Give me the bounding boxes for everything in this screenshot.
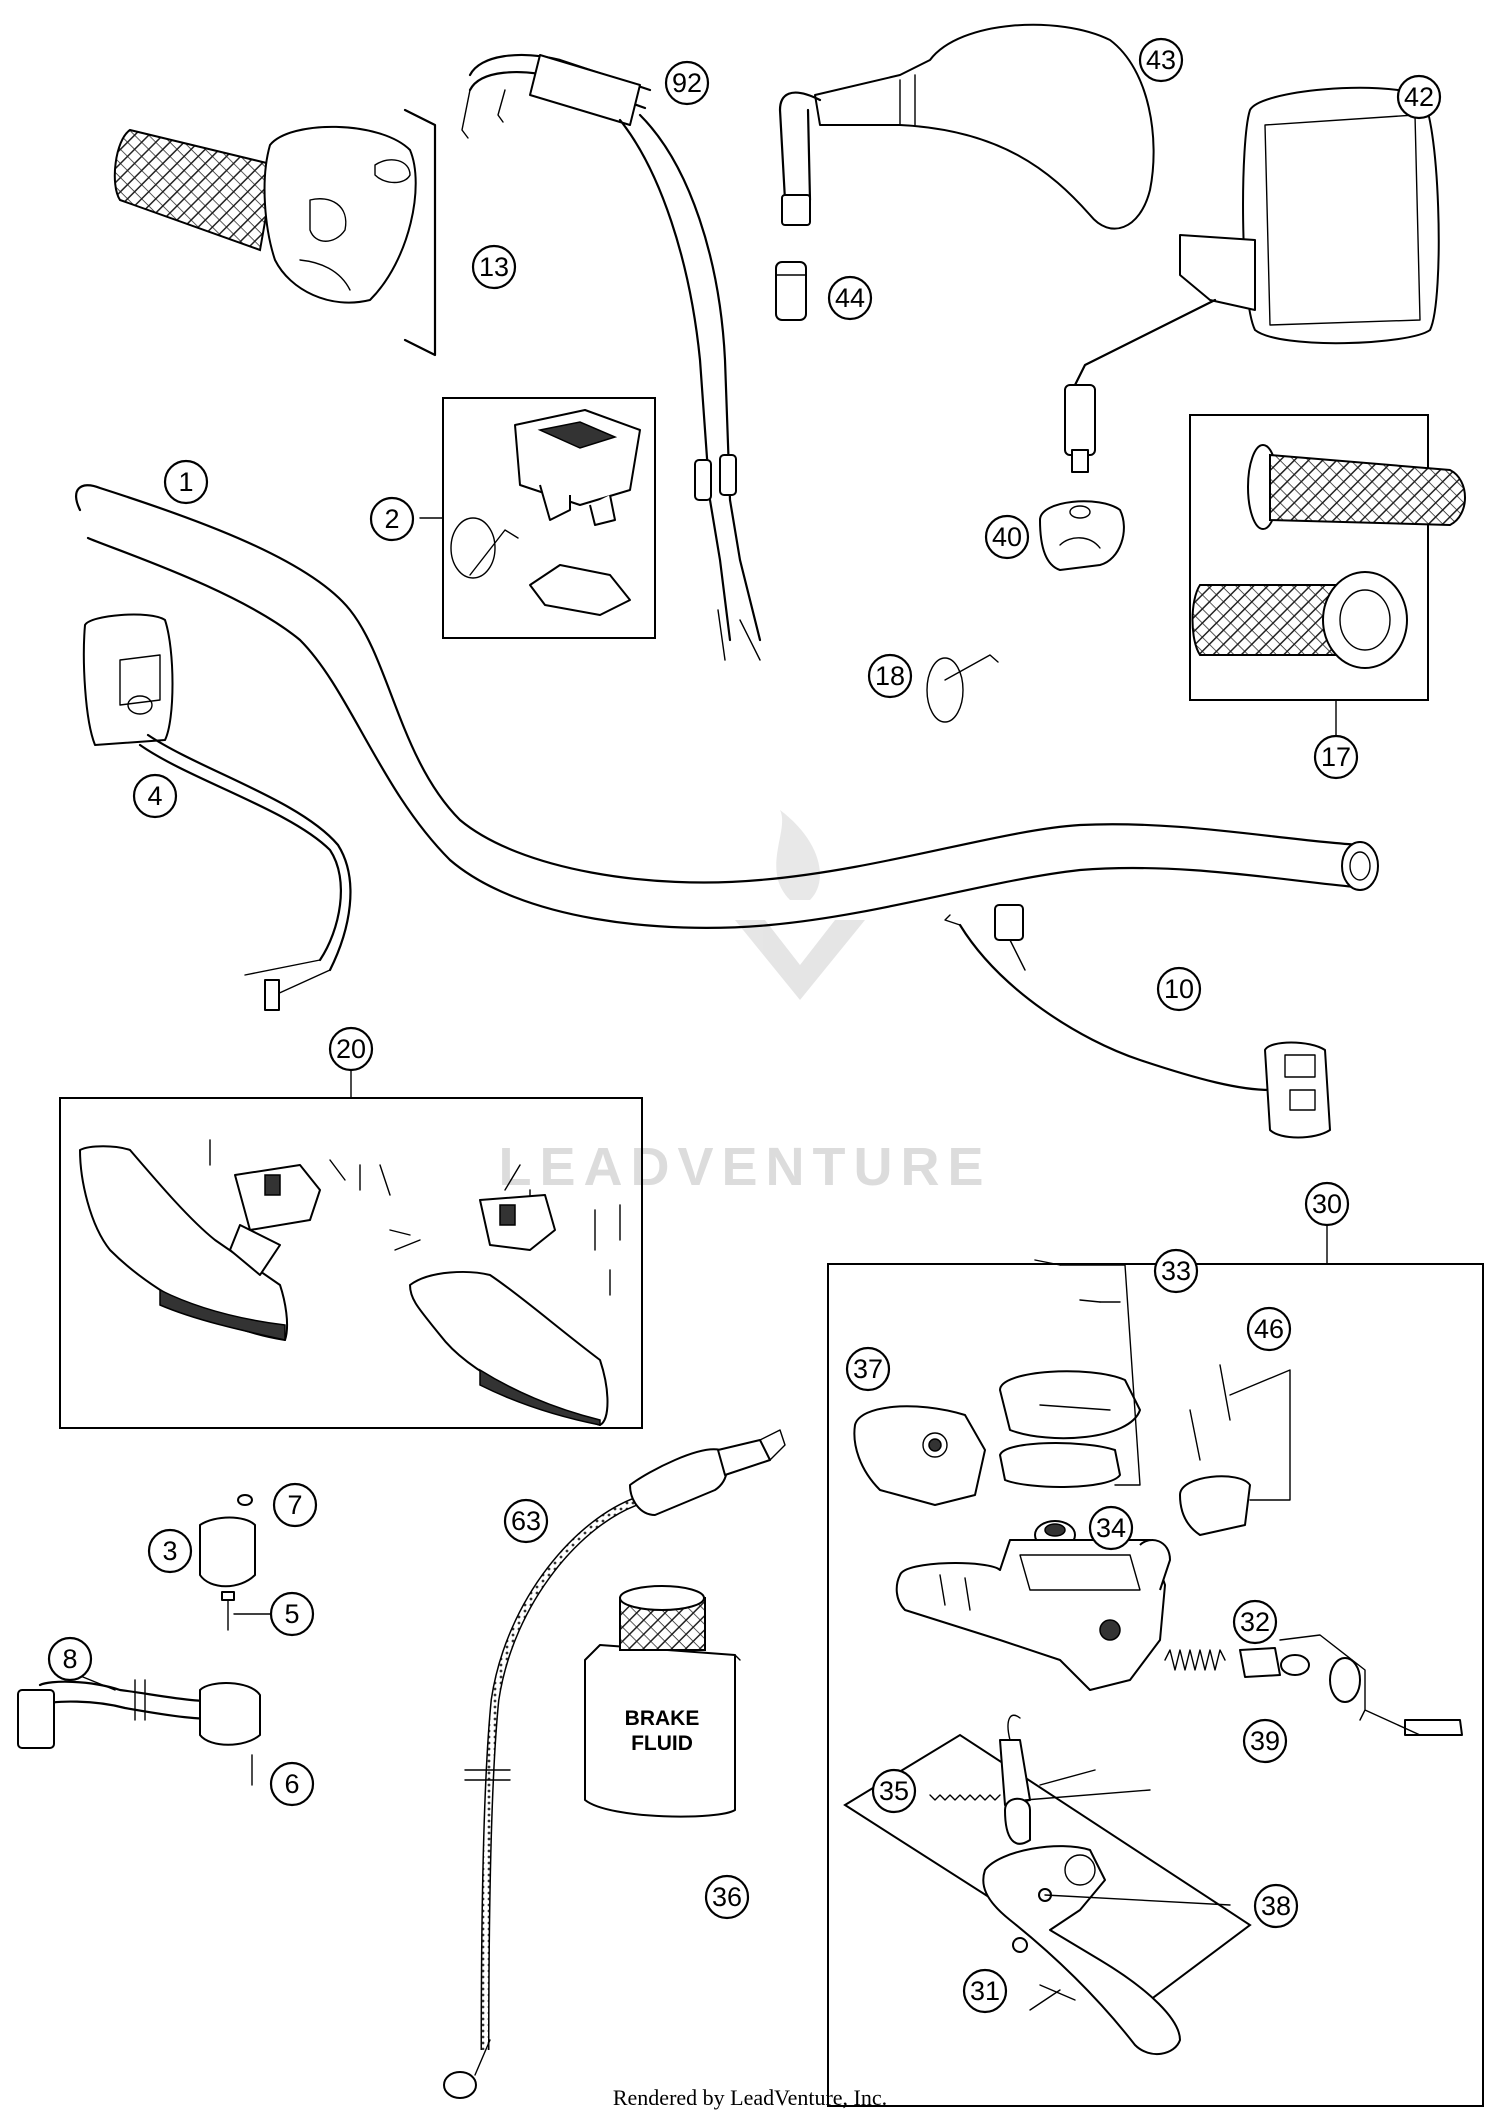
brake-switch-clamp [199,1494,276,1631]
callout-part-38[interactable]: 38 [1253,1883,1299,1929]
callout-part-34[interactable]: 34 [1088,1505,1134,1551]
callout-part-1[interactable]: 1 [163,459,209,505]
callout-part-36[interactable]: 36 [704,1874,750,1920]
callout-part-63[interactable]: 63 [503,1498,549,1544]
brake-fluid-label-line-2: FLUID [631,1732,693,1755]
mirror-clamp [1039,500,1125,571]
callout-part-2[interactable]: 2 [369,496,415,542]
brake-fluid-bottle: BRAKE FLUID [584,1585,741,1818]
svg-text:42: 42 [1404,82,1434,112]
callout-part-35[interactable]: 35 [871,1768,917,1814]
callout-part-30[interactable]: 30 [1304,1181,1350,1227]
svg-text:44: 44 [835,283,865,313]
svg-text:63: 63 [511,1506,541,1536]
callout-part-7[interactable]: 7 [272,1482,318,1528]
svg-text:92: 92 [672,68,702,98]
master-cylinder-assembly [827,1225,1484,2107]
svg-text:30: 30 [1312,1189,1342,1219]
mirror-left [778,23,1155,230]
svg-text:46: 46 [1254,1314,1284,1344]
handlebar [75,484,1379,929]
cable-tie [926,654,999,723]
mirror-adapter [775,261,807,321]
callout-part-92[interactable]: 92 [664,60,710,106]
mirror-right [1064,86,1440,473]
switch-harness [944,904,1331,1139]
watermark-text: LEADVENTURE [498,1137,991,1197]
callout-part-10[interactable]: 10 [1156,966,1202,1012]
callout-part-46[interactable]: 46 [1246,1306,1292,1352]
svg-text:7: 7 [287,1490,302,1520]
callout-part-37[interactable]: 37 [845,1346,891,1392]
rendered-by-footer: Rendered by LeadVenture, Inc. [612,2085,888,2110]
switch-cover-kit [419,397,656,639]
callout-part-13[interactable]: 13 [471,244,517,290]
callout-part-6[interactable]: 6 [269,1761,315,1807]
callout-part-20[interactable]: 20 [328,1026,374,1072]
svg-text:36: 36 [712,1882,742,1912]
svg-text:3: 3 [162,1536,177,1566]
svg-text:4: 4 [147,781,162,811]
svg-text:31: 31 [970,1976,1000,2006]
svg-text:38: 38 [1261,1891,1291,1921]
kill-switch [82,613,352,1011]
callout-part-3[interactable]: 3 [147,1528,193,1574]
svg-text:39: 39 [1250,1726,1280,1756]
throttle-cables [461,53,762,661]
svg-text:34: 34 [1096,1513,1126,1543]
brake-switch-harness [17,1674,261,1786]
svg-text:18: 18 [875,661,905,691]
leadventure-watermark: LEADVENTURE [498,810,991,1197]
callout-part-17[interactable]: 17 [1313,734,1359,780]
callout-part-5[interactable]: 5 [269,1591,315,1637]
svg-text:5: 5 [284,1599,299,1629]
callout-part-42[interactable]: 42 [1396,74,1442,120]
callout-part-39[interactable]: 39 [1242,1718,1288,1764]
svg-text:13: 13 [479,252,509,282]
grips-kit [1189,414,1466,736]
brake-fluid-label-line-1: BRAKE [625,1707,700,1730]
hand-guard-kit [59,1069,643,1429]
svg-text:40: 40 [992,522,1022,552]
callout-part-4[interactable]: 4 [132,773,178,819]
callout-part-32[interactable]: 32 [1232,1599,1278,1645]
svg-text:43: 43 [1146,45,1176,75]
callout-part-43[interactable]: 43 [1138,37,1184,83]
svg-text:20: 20 [336,1034,366,1064]
svg-text:17: 17 [1321,742,1351,772]
svg-text:8: 8 [62,1644,77,1674]
brake-line [443,1429,786,2099]
svg-text:35: 35 [879,1776,909,1806]
callout-part-31[interactable]: 31 [962,1968,1008,2014]
svg-text:10: 10 [1164,974,1194,1004]
callout-part-8[interactable]: 8 [47,1636,93,1682]
callout-part-33[interactable]: 33 [1153,1248,1199,1294]
svg-text:2: 2 [384,504,399,534]
callout-part-40[interactable]: 40 [984,514,1030,560]
callout-part-44[interactable]: 44 [827,275,873,321]
svg-text:32: 32 [1240,1607,1270,1637]
throttle-assembly [113,108,437,357]
svg-text:33: 33 [1161,1256,1191,1286]
svg-text:1: 1 [178,467,193,497]
svg-text:6: 6 [284,1769,299,1799]
callout-part-18[interactable]: 18 [867,653,913,699]
svg-text:37: 37 [853,1354,883,1384]
